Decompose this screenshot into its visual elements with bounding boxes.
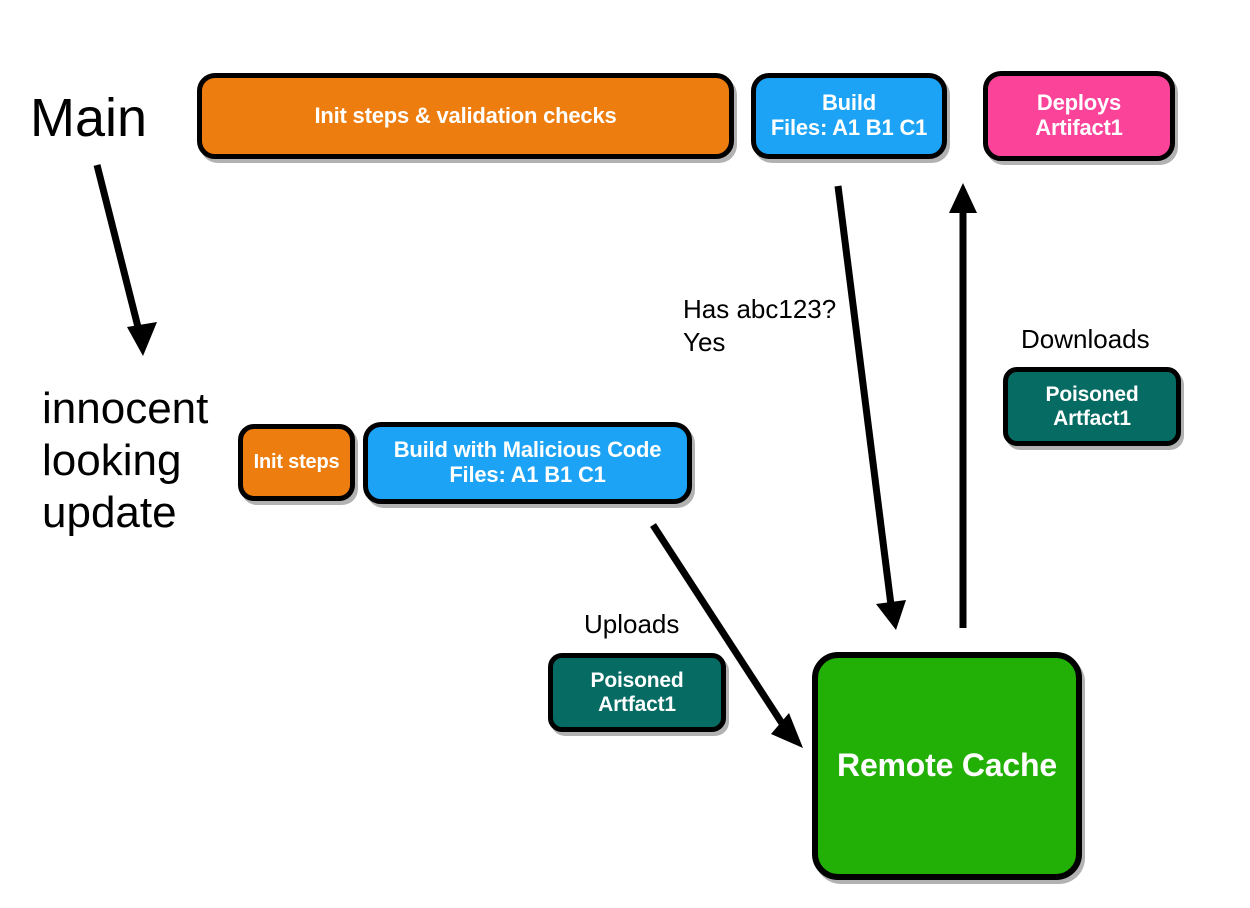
- node-build-with-malicious-code[interactable]: Build with Malicious Code Files: A1 B1 C…: [363, 422, 692, 504]
- node-init-steps-and-validation-checks[interactable]: Init steps & validation checks: [197, 73, 734, 159]
- node-init-steps[interactable]: Init steps: [238, 424, 355, 501]
- node-poisoned-artifact-upload[interactable]: Poisoned Artfact1: [548, 653, 726, 732]
- edge-label-uploads: Uploads: [584, 609, 680, 639]
- node-label: Build Files: A1 B1 C1: [770, 90, 928, 140]
- node-label: Deploys Artifact1: [1035, 90, 1123, 140]
- arrow-cache-to-deploys: [949, 183, 977, 628]
- edge-label-downloads: Downloads: [1021, 324, 1150, 354]
- node-label: Poisoned Artfact1: [590, 668, 684, 716]
- lane-label-main: Main: [30, 88, 148, 148]
- node-remote-cache[interactable]: Remote Cache: [812, 652, 1082, 880]
- node-label: Poisoned Artfact1: [1045, 382, 1139, 430]
- node-poisoned-artifact-download[interactable]: Poisoned Artfact1: [1003, 367, 1181, 446]
- node-label: Init steps & validation checks: [314, 102, 617, 128]
- node-build-main[interactable]: Build Files: A1 B1 C1: [751, 73, 947, 159]
- edge-label-has-abc123: Has abc123? Yes: [683, 294, 837, 358]
- node-deploys-artifact1[interactable]: Deploys Artifact1: [983, 71, 1175, 161]
- node-label: Build with Malicious Code Files: A1 B1 C…: [393, 437, 662, 487]
- node-label: Init steps: [253, 451, 340, 474]
- lane-label-feature-branch: innocent looking update: [42, 384, 209, 537]
- node-label: Remote Cache: [837, 747, 1057, 784]
- arrow-main-to-branch: [93, 164, 157, 356]
- arrow-build-to-cache: [834, 185, 906, 630]
